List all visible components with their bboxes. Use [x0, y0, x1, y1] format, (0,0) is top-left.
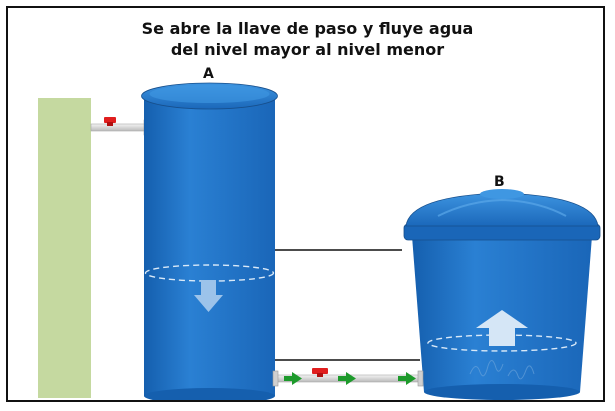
tank-a-label: A — [203, 66, 214, 82]
title-line-1: Se abre la llave de paso y fluye agua — [141, 19, 474, 38]
diagram-frame: Se abre la llave de paso y fluye agua de… — [6, 6, 605, 402]
flow-arrow-1-icon — [284, 372, 302, 385]
wall — [38, 98, 91, 398]
flow-arrow-3-icon — [398, 372, 416, 385]
flow-arrow-2-icon — [338, 372, 356, 385]
level-up-arrow-icon — [476, 310, 528, 346]
tank-b — [403, 189, 601, 400]
inlet-pipe — [90, 119, 150, 136]
tank-a — [141, 82, 278, 400]
level-down-arrow-icon — [194, 280, 223, 312]
tank-b-label: B — [494, 174, 505, 190]
title-line-2: del nivel mayor al nivel menor — [170, 40, 445, 59]
water-tanks-scene — [38, 82, 601, 400]
connecting-valve-icon[interactable] — [312, 368, 328, 377]
diagram-title: Se abre la llave de paso y fluye agua de… — [8, 18, 603, 60]
inlet-valve-icon[interactable] — [104, 117, 116, 126]
